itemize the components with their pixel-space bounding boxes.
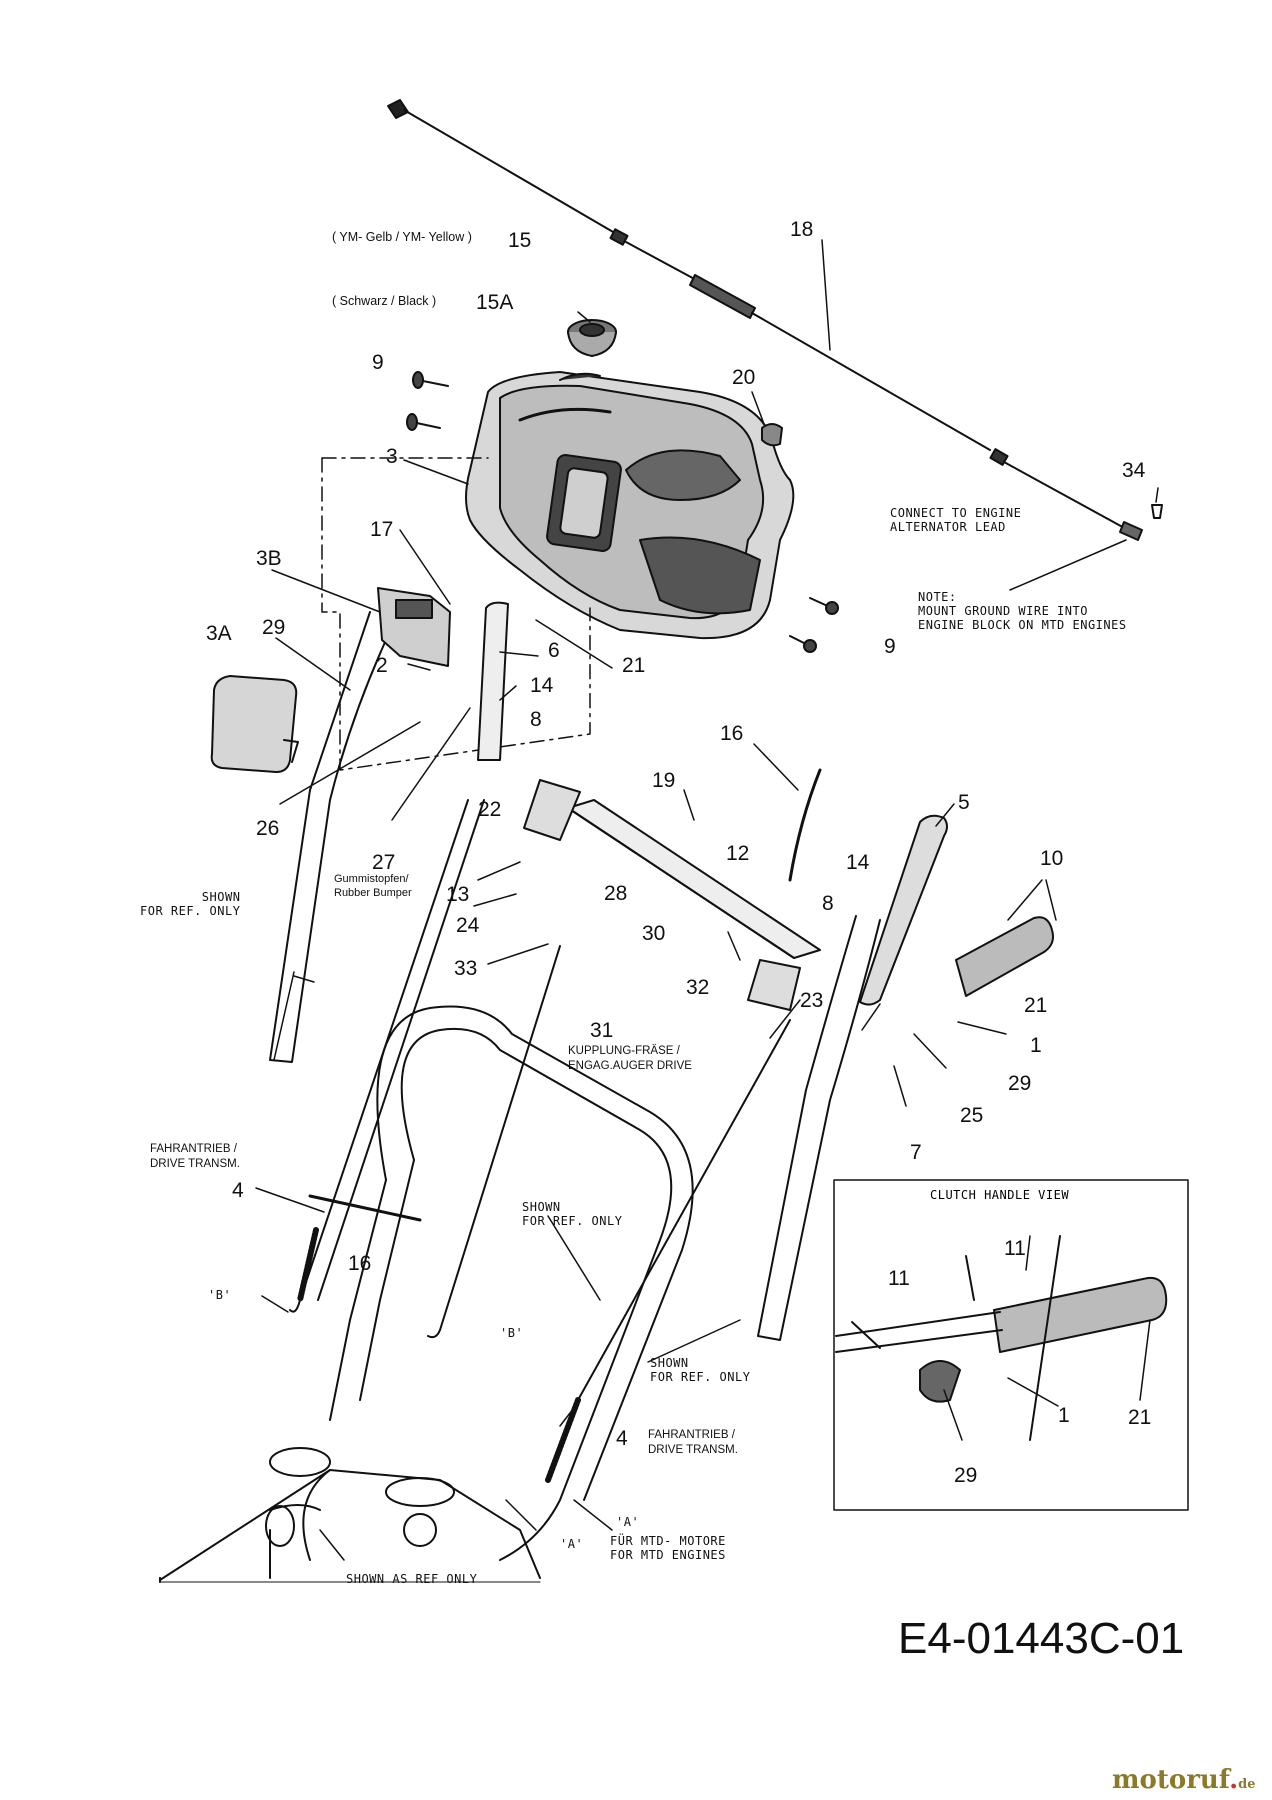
part-label-17: 17 [370, 518, 394, 541]
inset-title: CLUTCH HANDLE VIEW [930, 1188, 1070, 1202]
clip-20 [761, 423, 783, 447]
note-shown-ref-mid: SHOWN FOR REF. ONLY [522, 1200, 623, 1228]
part-label-30: 30 [642, 922, 666, 945]
grip-21 [955, 916, 1054, 997]
lower-handle [329, 1005, 694, 1561]
part-label-15: 15 [508, 229, 532, 252]
part-label-29: 29 [262, 616, 286, 639]
part-label-9b: 9 [884, 635, 896, 658]
bracket-3B [377, 587, 451, 667]
part-label-9: 9 [372, 351, 384, 374]
part-label-29b: 29 [1008, 1072, 1032, 1095]
note-mtd-engines: FÜR MTD- MOTORE FOR MTD ENGINES [610, 1534, 726, 1562]
left-upper-handle [269, 611, 387, 1063]
part-label-6: 6 [548, 639, 560, 662]
part-label-12: 12 [726, 842, 750, 865]
part-label-8: 8 [530, 708, 542, 731]
part-label-8b: 8 [822, 892, 834, 915]
crossbar-12 [523, 779, 821, 1011]
spring-4-left [289, 1227, 319, 1313]
part-label-18: 18 [790, 218, 814, 241]
part-label-31: 31 [590, 1019, 614, 1042]
part-label-4b: 4 [616, 1427, 628, 1450]
screw-34 [1151, 504, 1163, 519]
note-ground-wire: NOTE: MOUNT GROUND WIRE INTO ENGINE BLOC… [918, 590, 1127, 632]
note-yellow-knob: ( YM- Gelb / YM- Yellow ) [332, 230, 472, 244]
part-label-11b: 11 [888, 1267, 910, 1290]
note-connect-engine: CONNECT TO ENGINE ALTERNATOR LEAD [890, 506, 1022, 534]
part-label-23: 23 [800, 989, 824, 1012]
part-label-1: 1 [1030, 1034, 1042, 1057]
cover-3A [210, 675, 299, 773]
part-label-21b: 21 [1024, 994, 1048, 1017]
part-label-19: 19 [652, 769, 676, 792]
part-label-34: 34 [1122, 459, 1146, 482]
drawing-number: E4-01443C-01 [898, 1614, 1185, 1663]
part-label-16b: 16 [348, 1252, 372, 1275]
cable-18 [387, 99, 1143, 541]
grip-5 [859, 814, 948, 1006]
note-rubber-bumper: Gummistopfen/ Rubber Bumper [334, 873, 412, 899]
note-b-mid: 'B' [500, 1326, 524, 1340]
note-b-left: 'B' [208, 1288, 232, 1302]
part-label-25: 25 [960, 1104, 984, 1127]
cable-tie-16 [308, 768, 822, 1222]
part-label-3A: 3A [206, 622, 232, 645]
note-shown-ref-left: SHOWN FOR REF. ONLY [140, 890, 241, 918]
note-drive-transm-right: FAHRANTRIEB / DRIVE TRANSM. [648, 1429, 738, 1456]
leader-lines [255, 239, 1159, 1561]
part-label-24: 24 [456, 914, 480, 937]
note-a-left: 'A' [560, 1537, 584, 1551]
part-label-32: 32 [686, 976, 710, 999]
watermark-tld: de [1238, 1777, 1256, 1792]
part-label-3: 3 [386, 445, 398, 468]
part-label-2: 2 [376, 654, 388, 677]
part-label-22: 22 [478, 798, 502, 821]
chassis [159, 1447, 541, 1583]
part-label-21: 21 [622, 654, 646, 677]
part-label-29c: 29 [954, 1464, 978, 1487]
part-label-14b: 14 [846, 851, 870, 874]
part-label-10: 10 [1040, 847, 1064, 870]
part-label-14: 14 [530, 674, 554, 697]
part-label-21c: 21 [1128, 1406, 1152, 1429]
cable-31 [427, 945, 561, 1339]
note-black-knob: ( Schwarz / Black ) [332, 294, 437, 308]
note-drive-transm-left: FAHRANTRIEB / DRIVE TRANSM. [150, 1143, 240, 1170]
knob-15 [567, 319, 617, 357]
screws-9-right [789, 597, 839, 653]
part-label-16: 16 [720, 722, 744, 745]
watermark-brand: motoruf [1112, 1765, 1230, 1795]
note-shown-as-ref: SHOWN AS REF ONLY [346, 1572, 478, 1586]
note-auger-drive: KUPPLUNG-FRÄSE / ENGAG.AUGER DRIVE [568, 1045, 692, 1072]
dash-panel-3 [465, 371, 795, 640]
part-label-11a: 11 [1004, 1237, 1026, 1260]
part-label-1b: 1 [1058, 1404, 1070, 1427]
spring-4-right [545, 1019, 791, 1483]
part-label-3B: 3B [256, 547, 282, 570]
right-upper-handle [757, 915, 881, 1341]
note-shown-ref-right: SHOWN FOR REF. ONLY [650, 1356, 751, 1384]
part-label-20: 20 [732, 366, 756, 389]
part-label-33: 33 [454, 957, 478, 980]
part-label-4: 4 [232, 1179, 244, 1202]
note-a-right: 'A' [616, 1515, 640, 1529]
part-label-27: 27 [372, 851, 396, 874]
watermark-logo: motoruf.de [1112, 1765, 1256, 1795]
part-label-15A: 15A [476, 291, 514, 314]
part-label-28: 28 [604, 882, 628, 905]
part-label-13: 13 [446, 883, 470, 906]
clutch-handle-inset [833, 1179, 1189, 1511]
screws-9-left [406, 371, 449, 431]
tube-6 [299, 601, 509, 1301]
part-label-7: 7 [910, 1141, 922, 1164]
part-label-26: 26 [256, 817, 280, 840]
dashed-frame [321, 457, 591, 771]
part-label-5: 5 [958, 791, 970, 814]
